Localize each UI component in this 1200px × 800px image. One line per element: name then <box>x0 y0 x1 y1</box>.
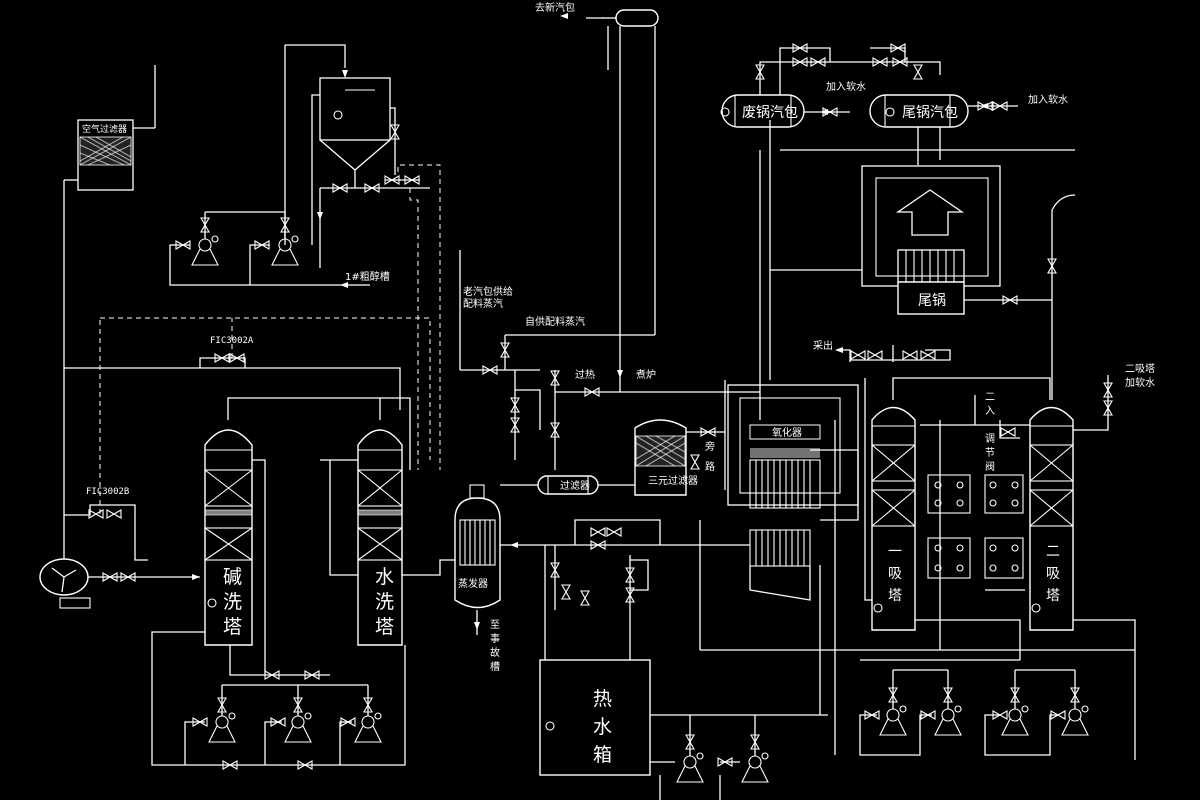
label-water-tower-0: 水 <box>375 566 394 588</box>
label-fic-a: FIC3002A <box>210 336 254 346</box>
absorber-2[interactable] <box>1029 406 1074 631</box>
header-line-1 <box>300 164 441 470</box>
label-second-in-0: 二 <box>985 392 995 403</box>
label-ternary-filter: 三元过滤器 <box>648 474 698 487</box>
label-absorber-2-1: 吸 <box>1046 566 1060 582</box>
absorber-piping <box>835 300 1136 760</box>
label-accident-1: 事 <box>490 632 500 645</box>
wash-tower-piping <box>151 397 455 770</box>
label-second-in-1: 入 <box>985 406 995 417</box>
label-absorber-1-0: 一 <box>888 544 902 560</box>
label-absorber-2-2: 塔 <box>1046 588 1060 604</box>
label-overheat: 过热 <box>575 368 595 381</box>
label-to-new-drum: 去新汽包 <box>535 1 575 14</box>
fic-loop-b <box>64 318 148 561</box>
hot-water-pumps[interactable] <box>650 715 769 800</box>
hot-water-tank[interactable] <box>539 659 828 776</box>
label-absorber-2-0: 二 <box>1046 544 1060 560</box>
absorber-pumps[interactable] <box>859 669 1089 756</box>
absorber-1[interactable] <box>871 406 916 631</box>
air-filter[interactable] <box>63 65 156 575</box>
label-air-filter: 空气过滤器 <box>82 123 127 135</box>
label-absorber-2-water-1: 加软水 <box>1125 376 1155 389</box>
label-reg-valve-0: 调 <box>985 433 995 445</box>
label-add-soft-water-2: 加入软水 <box>1028 93 1068 106</box>
label-hot-water-1: 水 <box>593 716 612 738</box>
label-accident-2: 故 <box>490 646 500 659</box>
label-reg-valve-1: 节 <box>985 447 995 459</box>
tail-boiler-drum[interactable] <box>869 94 969 128</box>
label-accident-0: 至 <box>490 619 500 631</box>
settling-tank[interactable] <box>284 44 400 245</box>
oxidizer[interactable] <box>727 384 859 601</box>
label-add-soft-water-1: 加入软水 <box>826 80 866 93</box>
label-output: 采出 <box>813 339 833 352</box>
label-self-supply-steam: 自供配料蒸汽 <box>525 315 585 328</box>
label-tail-boiler-drum: 尾锅汽包 <box>902 105 958 121</box>
filter[interactable] <box>500 475 635 495</box>
label-bypass-1: 旁 <box>705 440 715 453</box>
label-water-tower-2: 塔 <box>375 616 394 638</box>
label-filter: 过滤器 <box>560 479 590 492</box>
label-oxidizer: 氧化器 <box>772 426 802 439</box>
label-old-drum-supply: 老汽包供给 <box>463 285 513 298</box>
water-wash-tower[interactable] <box>357 429 403 646</box>
tail-boiler[interactable] <box>770 165 1052 315</box>
label-absorber-1-2: 塔 <box>888 588 902 604</box>
label-evaporator: 蒸发器 <box>458 577 488 590</box>
label-hot-water-2: 箱 <box>593 744 612 766</box>
soft-water-piping <box>755 43 1075 165</box>
label-water-tower-1: 洗 <box>375 591 394 613</box>
label-tail-boiler: 尾锅 <box>918 293 946 309</box>
absorber-exchangers[interactable] <box>927 474 1024 579</box>
waste-boiler-drum[interactable] <box>720 94 805 128</box>
label-reg-valve-2: 阀 <box>985 460 995 473</box>
air-blower[interactable] <box>39 558 200 609</box>
label-alkali-tower-2: 塔 <box>223 616 242 638</box>
label-alkali-tower-0: 碱 <box>223 566 242 588</box>
label-bypass-2: 路 <box>705 460 715 473</box>
label-waste-boiler-drum: 废锅汽包 <box>742 105 798 121</box>
wash-pumps[interactable] <box>184 684 382 765</box>
label-accident-3: 槽 <box>490 660 500 673</box>
middle-process-loop <box>500 420 1135 755</box>
label-ingredient-steam: 配料蒸汽 <box>463 297 503 310</box>
steam-supply-lines <box>459 120 771 490</box>
label-alkali-tower-1: 洗 <box>223 591 242 613</box>
label-absorber-2-water-0: 二吸塔 <box>1125 362 1155 375</box>
evaporator[interactable] <box>454 484 501 635</box>
label-absorber-1-1: 吸 <box>888 566 902 582</box>
label-hot-water-0: 热 <box>593 688 612 710</box>
ternary-filter[interactable] <box>634 419 725 496</box>
alkali-wash-tower[interactable] <box>204 429 253 646</box>
reflux-pumps[interactable] <box>169 211 300 286</box>
label-crude-tank: 1#粗醇槽 <box>345 270 390 283</box>
label-furnace: 煮炉 <box>636 369 656 381</box>
label-fic-b: FIC3002B <box>86 487 129 497</box>
fic-loop-a <box>64 317 431 460</box>
top-steam-header <box>560 9 659 335</box>
